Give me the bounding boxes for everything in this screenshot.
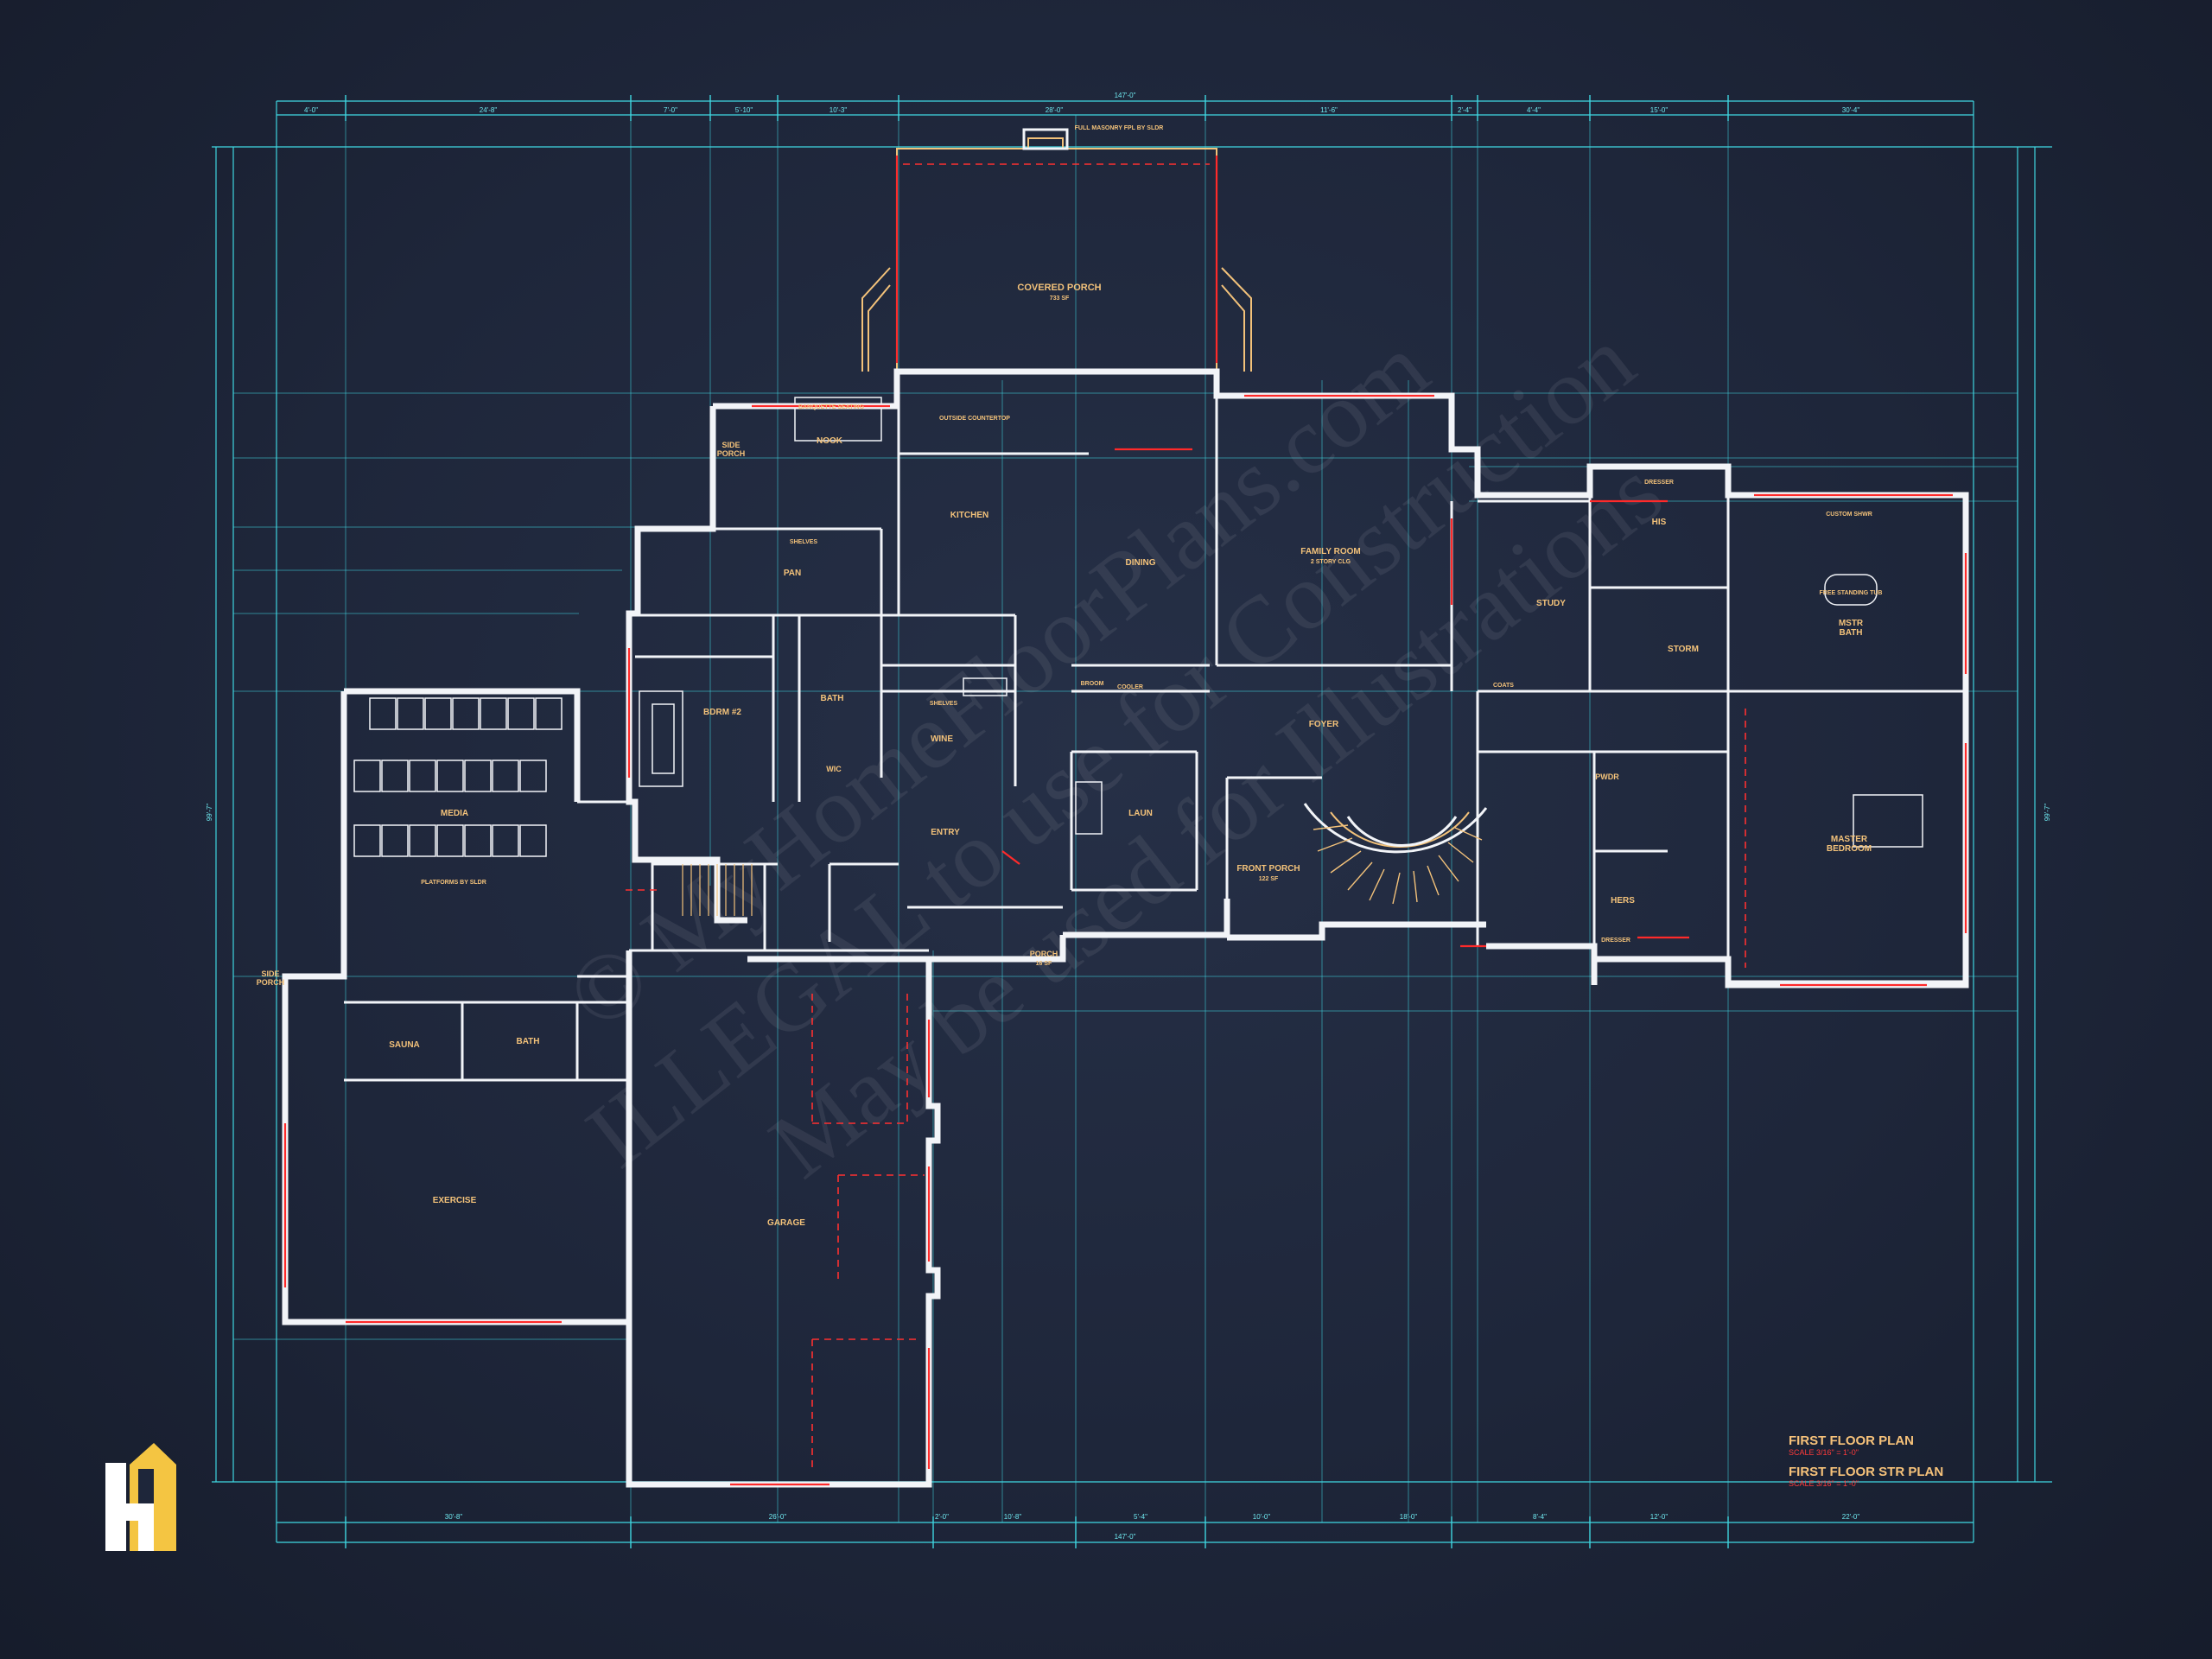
room-sauna: SAUNA xyxy=(389,1040,420,1050)
top-dim-2: 24'-8" xyxy=(480,106,498,114)
room-laun: LAUN xyxy=(1128,809,1153,818)
bottom-dim-7: 18'-0" xyxy=(1400,1513,1418,1521)
dimension-labels: 147'-0" 147'-0" 4'-0" 24'-8" 7'-0" 5'-10… xyxy=(206,92,2051,1541)
room-bath2: BATH xyxy=(516,1037,539,1046)
basement-stair xyxy=(651,862,766,952)
platforms-note: PLATFORMS BY SLDR xyxy=(421,880,486,886)
bottom-dim-10: 22'-0" xyxy=(1842,1513,1860,1521)
room-pwdr: PWDR xyxy=(1595,772,1619,781)
top-dim-10: 15'-0" xyxy=(1650,106,1669,114)
fireplace-note: FULL MASONRY FPL BY SLDR xyxy=(1075,125,1164,131)
room-study: STUDY xyxy=(1536,599,1566,608)
coats-note: COATS xyxy=(1493,683,1514,689)
top-dim-8: 2'-4" xyxy=(1458,106,1471,114)
room-side-porch-top: SIDE xyxy=(721,441,740,449)
top-dim-4: 5'-10" xyxy=(735,106,753,114)
top-dim-9: 4'-4" xyxy=(1527,106,1541,114)
room-side-porch-top-2: PORCH xyxy=(717,449,746,458)
media-seating xyxy=(353,697,563,857)
room-master-bedroom-2: BEDROOM xyxy=(1827,844,1872,854)
bottom-dim-2: 26'-0" xyxy=(769,1513,787,1521)
right-total-dim: 99'-7" xyxy=(2044,804,2051,822)
room-garage: GARAGE xyxy=(767,1218,805,1228)
free-standing-tub-note: FREE STANDING TUB xyxy=(1820,590,1883,596)
room-porch-area: 16 SF xyxy=(1036,961,1052,967)
plan-title: FIRST FLOOR PLAN xyxy=(1789,1433,1914,1448)
top-dim-1: 4'-0" xyxy=(304,106,318,114)
room-side-porch-left: SIDE xyxy=(261,969,279,978)
covered-porch-structure xyxy=(861,128,1252,372)
dresser-note-2: DRESSER xyxy=(1601,938,1630,944)
custom-shwr-note: CUSTOM SHWR xyxy=(1826,512,1872,518)
plan-scale: SCALE 3/16" = 1'-0" xyxy=(1789,1448,1859,1457)
overall-width-top: 147'-0" xyxy=(1115,92,1136,99)
banquette-note: BANQUETTE SEATING xyxy=(798,404,865,410)
shelves-note: SHELVES xyxy=(790,539,817,545)
bottom-dim-8: 8'-4" xyxy=(1533,1513,1547,1521)
room-nook: NOOK xyxy=(817,436,843,446)
room-his: HIS xyxy=(1652,518,1667,527)
room-master-bedroom: MASTER xyxy=(1831,835,1868,844)
fixtures xyxy=(639,397,1923,848)
dresser-note: DRESSER xyxy=(1644,480,1674,486)
top-dim-3: 7'-0" xyxy=(664,106,677,114)
room-front-porch: FRONT PORCH xyxy=(1236,864,1300,874)
broom-note: BROOM xyxy=(1081,681,1104,687)
cooler-note: COOLER xyxy=(1117,684,1143,690)
room-labels: COVERED PORCH 733 SF NOOK KITCHEN DINING… xyxy=(257,283,1872,1228)
room-porch: PORCH xyxy=(1030,950,1058,958)
bottom-dim-3: 2'-0" xyxy=(935,1513,949,1521)
bottom-dim-1: 30'-8" xyxy=(445,1513,463,1521)
room-front-porch-area: 122 SF xyxy=(1259,876,1279,882)
top-dim-7: 11'-6" xyxy=(1320,106,1338,114)
room-foyer: FOYER xyxy=(1309,720,1339,729)
shelves-note-2: SHELVES xyxy=(930,701,957,707)
house-h-logo-icon xyxy=(105,1443,176,1551)
room-family-room-note: 2 STORY CLG xyxy=(1311,559,1351,565)
room-exercise: EXERCISE xyxy=(433,1196,477,1205)
room-storm: STORM xyxy=(1668,645,1699,654)
annotation-labels: PLATFORMS BY SLDR OUTSIDE COUNTERTOP BAN… xyxy=(421,125,1882,944)
str-plan-title: FIRST FLOOR STR PLAN xyxy=(1789,1465,1943,1479)
room-side-porch-left-2: PORCH xyxy=(257,978,285,987)
room-kitchen: KITCHEN xyxy=(950,511,988,520)
room-covered-porch-area: 733 SF xyxy=(1050,296,1070,302)
curved-stair xyxy=(1303,803,1488,905)
room-entry: ENTRY xyxy=(931,828,960,837)
top-dim-11: 30'-4" xyxy=(1842,106,1860,114)
bottom-dim-9: 12'-0" xyxy=(1650,1513,1669,1521)
room-pan: PAN xyxy=(784,569,801,578)
bottom-dim-5: 5'-4" xyxy=(1134,1513,1147,1521)
room-covered-porch: COVERED PORCH xyxy=(1017,283,1101,293)
overall-width-bottom: 147'-0" xyxy=(1115,1533,1136,1541)
bottom-dim-6: 10'-0" xyxy=(1253,1513,1271,1521)
title-block: FIRST FLOOR PLAN SCALE 3/16" = 1'-0" FIR… xyxy=(1789,1433,1943,1488)
room-family-room: FAMILY ROOM xyxy=(1300,547,1360,556)
room-wine: WINE xyxy=(931,734,953,744)
outside-countertop-note: OUTSIDE COUNTERTOP xyxy=(939,416,1010,422)
room-dining: DINING xyxy=(1126,558,1156,568)
room-mstr-bath-2: BATH xyxy=(1839,628,1862,638)
room-hers: HERS xyxy=(1611,896,1635,906)
room-bdrm2: BDRM #2 xyxy=(703,708,741,717)
str-plan-scale: SCALE 3/16" = 1'-0" xyxy=(1789,1479,1859,1488)
room-bath1: BATH xyxy=(820,694,843,703)
bottom-dim-4: 10'-8" xyxy=(1004,1513,1022,1521)
room-mstr-bath: MSTR xyxy=(1839,619,1864,628)
top-dim-6: 28'-0" xyxy=(1046,106,1064,114)
room-media: MEDIA xyxy=(441,809,468,818)
watermark-line-2: ILLEGAL to use for Construction xyxy=(568,308,1653,1188)
room-wic: WIC xyxy=(826,765,842,773)
windows xyxy=(283,394,1967,1486)
top-dim-5: 10'-3" xyxy=(830,106,848,114)
left-total-dim: 99'-7" xyxy=(206,804,213,822)
